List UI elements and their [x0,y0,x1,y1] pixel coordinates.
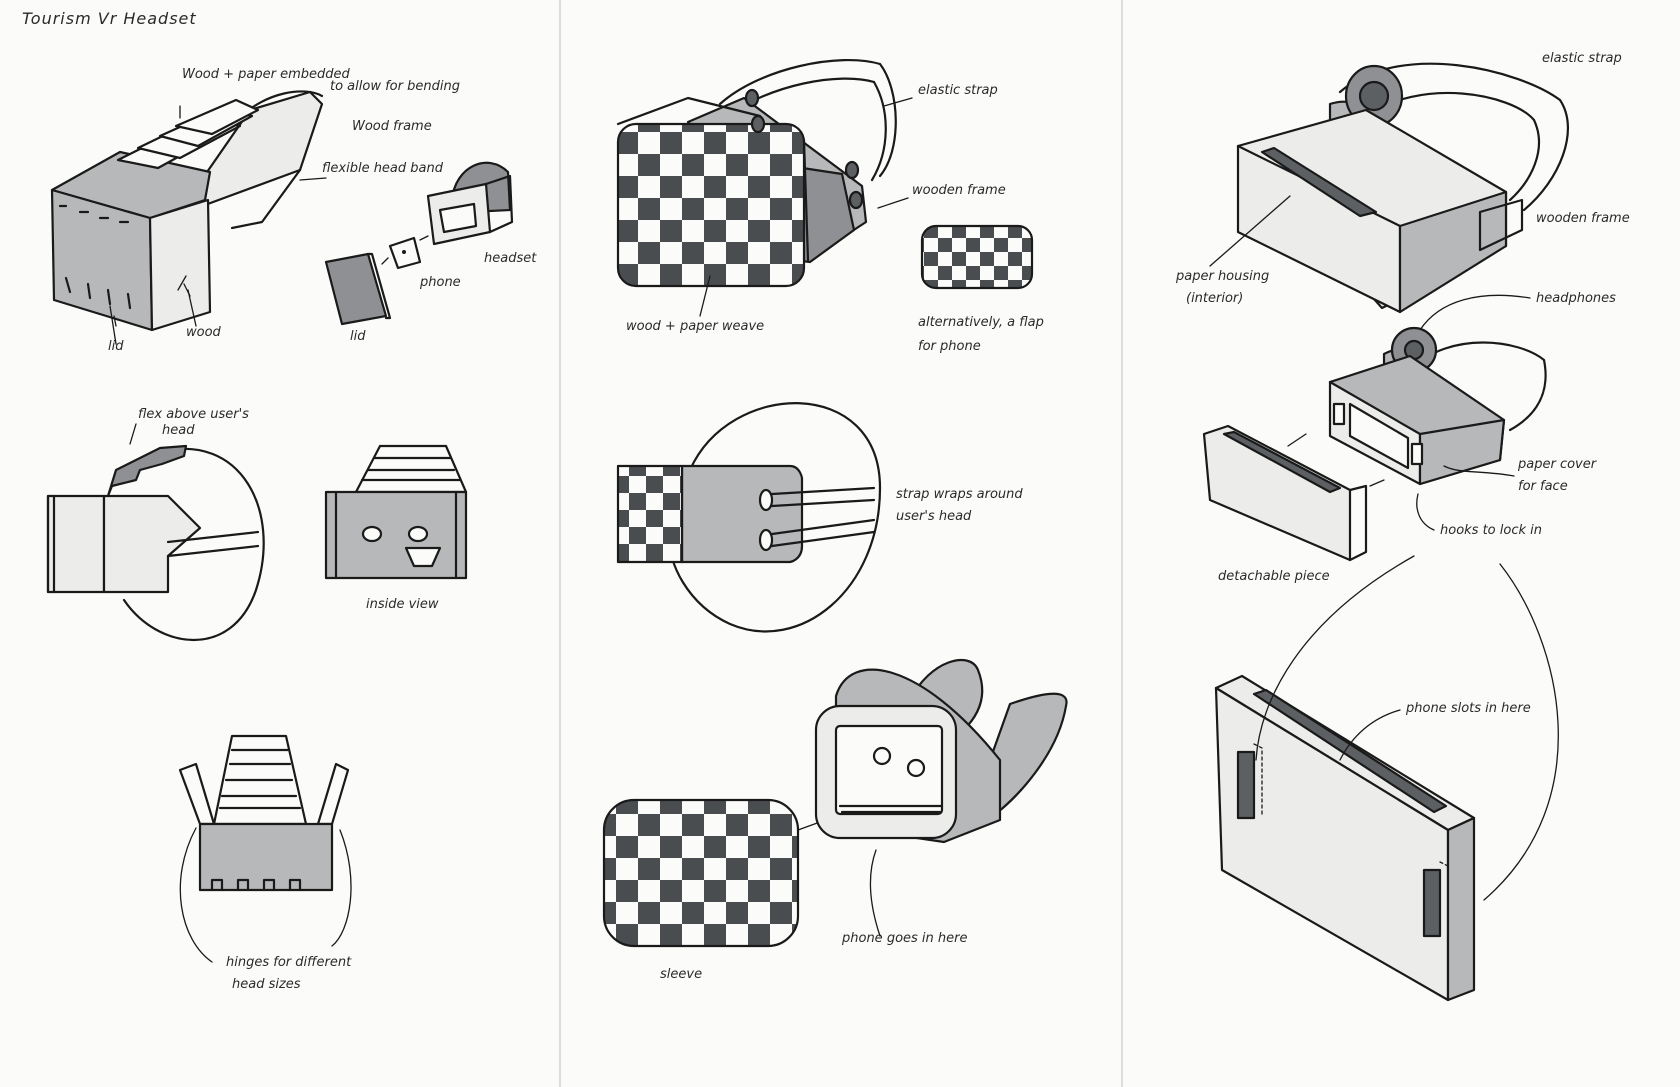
label-inside-view: inside view [366,597,439,612]
label-phone-slots: phone slots in here [1405,701,1531,716]
label-wooden-frame-right: wooden frame [1536,211,1630,226]
sketch-wood-headset-iso [52,91,322,330]
label-headset: headset [484,251,537,266]
label-elastic-strap-right: elastic strap [1542,51,1622,66]
label-alt-flap-2: for phone [918,339,981,354]
sketch-detachable-piece [1204,426,1366,560]
label-flexible-head-band: flexible head band [322,161,444,176]
label-hinges-1: hinges for different [226,955,352,970]
label-strap-wraps-2: user's head [896,509,972,524]
label-elastic-strap-mid: elastic strap [918,83,998,98]
sketch-phone-flap [922,226,1032,288]
label-paper-housing-1: paper housing [1175,269,1269,284]
sketch-inside-view [326,446,466,578]
label-wood: wood [186,325,222,340]
label-strap-wraps-1: strap wraps around [896,487,1023,502]
label-wooden-frame-mid: wooden frame [912,183,1006,198]
label-alt-flap-1: alternatively, a flap [918,315,1044,330]
sketch-sleeve [604,800,798,946]
sketch-exploded-parts [326,163,512,324]
label-wood-frame: Wood frame [352,119,432,134]
sketch-headphone-headset-iso [1238,64,1568,312]
label-phone: phone [419,275,461,290]
label-hinges-2: head sizes [232,977,301,992]
label-hooks: hooks to lock in [1440,523,1542,538]
label-sleeve: sleeve [660,967,702,982]
label-paper-cover-1: paper cover [1517,457,1598,472]
leader-hook-right [1484,564,1558,900]
sketch-detachable-assembly [1330,328,1546,484]
label-paper-cover-2: for face [1518,479,1568,494]
label-headphones: headphones [1536,291,1616,306]
sketch-strap-wrap-side [618,403,880,631]
label-flex-above: flex above user's [138,407,249,422]
label-paper-housing-2: (interior) [1186,291,1243,306]
sketch-hinges-view [180,736,351,962]
sketch-phone-frame [816,660,1067,842]
label-lid: lid [350,329,366,344]
label-wood-paper-weave: wood + paper weave [626,319,764,334]
sketch-phone-slot-closeup [1216,676,1474,1000]
label-allow-bending: to allow for bending [330,79,460,94]
sketch-checker-headset-iso [618,60,896,286]
label-flex-head: head [162,423,195,438]
label-wood-paper-embedded: Wood + paper embedded [182,67,351,82]
sheet-title: Tourism Vr Headset [22,9,197,28]
label-phone-goes: phone goes in here [841,931,968,946]
label-detachable: detachable piece [1218,569,1330,584]
sketch-side-view-head [48,446,264,640]
